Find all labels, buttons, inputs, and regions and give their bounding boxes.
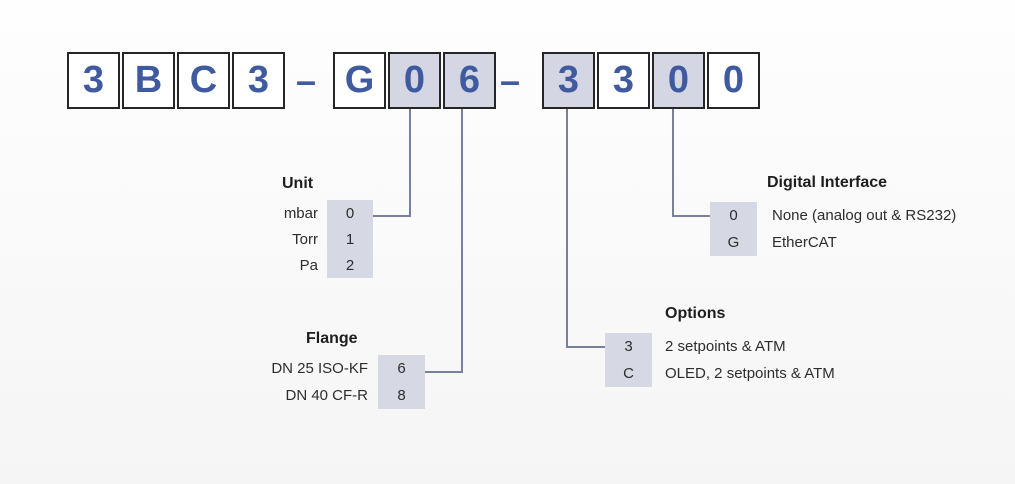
legend-row-value: 0 — [710, 202, 757, 229]
legend-row-label: DN 25 ISO-KF — [271, 360, 368, 377]
legend-row-value: G — [710, 229, 757, 256]
code-group-prefix: 3 B C 3 — [67, 52, 285, 109]
legend-row: G EtherCAT — [710, 229, 956, 256]
digital-interface-legend-table: 0 None (analog out & RS232) G EtherCAT — [710, 202, 956, 256]
code-cell: 3 — [67, 52, 120, 109]
code-cell-flange: 6 — [443, 52, 496, 109]
code-separator-dash: – — [499, 59, 521, 101]
code-group-middle: G 0 6 — [333, 52, 496, 109]
connector-flange-vertical — [461, 109, 463, 373]
code-cell: 3 — [597, 52, 650, 109]
legend-row: 3 2 setpoints & ATM — [605, 333, 835, 360]
legend-row-value: 3 — [605, 333, 652, 360]
legend-row-label: 2 setpoints & ATM — [665, 338, 786, 355]
connector-unit-vertical — [409, 109, 411, 217]
unit-legend-title: Unit — [282, 175, 314, 192]
legend-row: 0 None (analog out & RS232) — [710, 202, 956, 229]
legend-row: Pa 2 — [190, 252, 373, 278]
legend-row-label: Pa — [299, 256, 318, 274]
legend-row: C OLED, 2 setpoints & ATM — [605, 360, 835, 387]
code-cell-unit: 0 — [388, 52, 441, 109]
code-cell: 0 — [707, 52, 760, 109]
legend-row-label: EtherCAT — [772, 234, 837, 251]
legend-row-label: None (analog out & RS232) — [772, 207, 957, 224]
legend-row-value: C — [605, 360, 652, 387]
legend-row-value: 2 — [327, 252, 373, 278]
legend-row: mbar 0 — [190, 200, 373, 226]
code-group-suffix: 3 3 0 0 — [542, 52, 760, 109]
code-separator-dash: – — [295, 59, 317, 101]
connector-options-vertical — [566, 109, 568, 348]
options-legend-title: Options — [665, 305, 726, 322]
connector-unit-horizontal — [373, 215, 411, 217]
legend-row-label: OLED, 2 setpoints & ATM — [665, 365, 835, 382]
flange-legend-title: Flange — [306, 330, 358, 347]
legend-row-value: 0 — [327, 200, 373, 226]
legend-row-value: 6 — [378, 355, 425, 382]
unit-legend-table: mbar 0 Torr 1 Pa 2 — [190, 200, 373, 278]
code-cell: C — [177, 52, 230, 109]
code-cell: B — [122, 52, 175, 109]
legend-row-label: Torr — [292, 230, 318, 248]
connector-options-horizontal — [566, 346, 607, 348]
code-cell-digital-interface: 0 — [652, 52, 705, 109]
legend-row-value: 1 — [327, 226, 373, 252]
legend-row: DN 40 CF-R 8 — [240, 382, 425, 409]
connector-digital-interface-horizontal — [672, 215, 710, 217]
legend-row-label: mbar — [283, 204, 318, 222]
digital-interface-legend-title: Digital Interface — [767, 174, 888, 191]
options-legend-table: 3 2 setpoints & ATM C OLED, 2 setpoints … — [605, 333, 835, 387]
flange-legend-table: DN 25 ISO-KF 6 DN 40 CF-R 8 — [240, 355, 425, 409]
legend-row-value: 8 — [378, 382, 425, 409]
connector-digital-interface-vertical — [672, 109, 674, 217]
code-cell-options: 3 — [542, 52, 595, 109]
code-cell: G — [333, 52, 386, 109]
code-cell: 3 — [232, 52, 285, 109]
legend-row-label: DN 40 CF-R — [285, 387, 368, 404]
connector-flange-horizontal — [425, 371, 463, 373]
legend-row: Torr 1 — [190, 226, 373, 252]
legend-row: DN 25 ISO-KF 6 — [240, 355, 425, 382]
